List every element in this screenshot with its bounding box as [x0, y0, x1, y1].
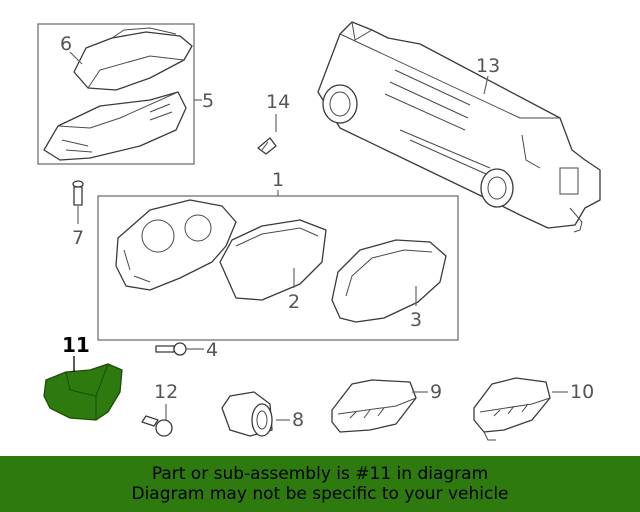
- part-3-housing[interactable]: [331, 239, 447, 323]
- part-7-bolt[interactable]: [72, 180, 84, 206]
- svg-text:12: 12: [154, 381, 178, 403]
- callout-10: 10: [552, 381, 594, 403]
- part-14-screw[interactable]: [257, 137, 277, 155]
- callout-14: 14: [266, 91, 290, 132]
- part-6-display-unit[interactable]: [73, 27, 193, 91]
- callout-2: 2: [288, 268, 300, 313]
- callout-3: 3: [410, 286, 422, 331]
- part-4-screw[interactable]: [155, 342, 187, 356]
- callout-1: 1: [272, 169, 284, 196]
- callout-11: 11: [62, 333, 90, 372]
- banner-line-1: Part or sub-assembly is #11 in diagram: [151, 464, 489, 484]
- callout-8: 8: [276, 409, 304, 431]
- part-11-switch-highlighted[interactable]: [43, 363, 123, 421]
- callout-5: 5: [194, 90, 214, 112]
- callout-6: 6: [60, 33, 83, 65]
- svg-text:10: 10: [570, 381, 594, 403]
- info-banner: Part or sub-assembly is #11 in diagram D…: [0, 456, 640, 512]
- callout-12: 12: [154, 381, 178, 420]
- callout-9: 9: [412, 381, 442, 403]
- svg-text:3: 3: [410, 309, 422, 331]
- part-2-lens[interactable]: [219, 219, 327, 301]
- svg-text:1: 1: [272, 169, 284, 191]
- svg-text:7: 7: [72, 227, 84, 249]
- banner-line-2: Diagram may not be specific to your vehi…: [131, 484, 509, 504]
- callout-7: 7: [72, 206, 84, 249]
- part-9-switch-panel[interactable]: [331, 379, 417, 433]
- svg-text:14: 14: [266, 91, 290, 113]
- part-5-bracket[interactable]: [43, 91, 187, 161]
- instrument-cluster[interactable]: [115, 199, 237, 291]
- svg-text:5: 5: [202, 90, 214, 112]
- svg-text:6: 6: [60, 33, 72, 55]
- svg-text:13: 13: [476, 55, 500, 77]
- parts-diagram: 13 6 5 14 7: [37, 21, 601, 441]
- callout-13: 13: [476, 55, 500, 95]
- part-8-push-switch[interactable]: [221, 391, 273, 437]
- part-13-climate-control-housing[interactable]: [317, 21, 601, 233]
- part-5-box: [37, 23, 195, 165]
- svg-text:11: 11: [62, 333, 90, 357]
- part-10-switch-panel[interactable]: [473, 377, 551, 441]
- part-12-bolt[interactable]: [141, 415, 173, 437]
- svg-text:2: 2: [288, 291, 300, 313]
- callout-4: 4: [186, 339, 218, 361]
- svg-text:4: 4: [206, 339, 218, 361]
- svg-text:8: 8: [292, 409, 304, 431]
- svg-text:9: 9: [430, 381, 442, 403]
